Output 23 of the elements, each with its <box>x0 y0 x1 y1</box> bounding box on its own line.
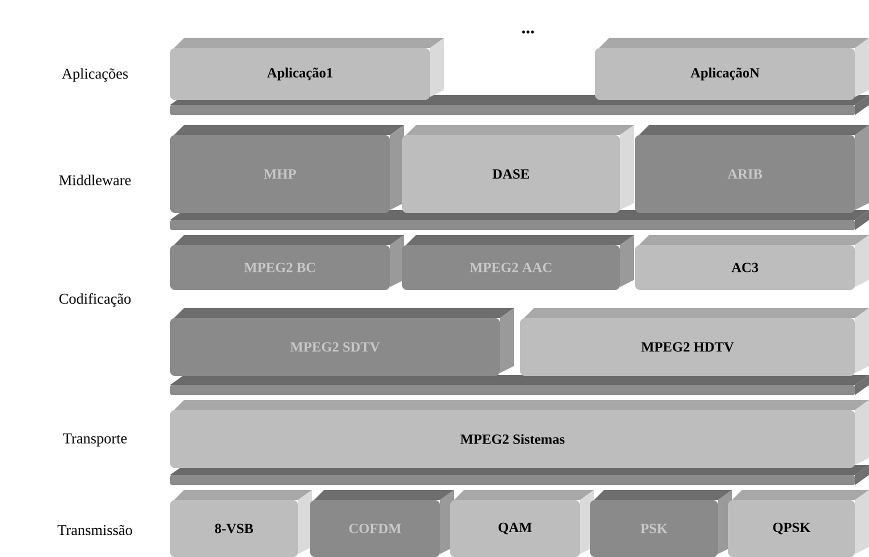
layer-block: MPEG2 AAC <box>402 235 634 290</box>
layer-block: COFDM <box>310 490 454 557</box>
layer-label: Aplicações <box>62 68 128 82</box>
ellipsis-label: ... <box>522 30 534 34</box>
layer-block: PSK <box>590 490 732 557</box>
layer-block: 8-VSB <box>170 490 312 557</box>
layer-block: MPEG2 Sistemas <box>170 400 869 468</box>
layer-block: ARIB <box>635 125 869 213</box>
layer-block: MHP <box>170 125 404 213</box>
layer-block: AplicaçãoN <box>595 38 869 100</box>
layer-block: QAM <box>450 490 594 557</box>
layer-block: DASE <box>402 125 634 213</box>
layer-block: AC3 <box>635 235 869 290</box>
layer-block: MPEG2 HDTV <box>520 308 869 376</box>
layer-label: Transporte <box>63 434 127 447</box>
layer-block: MPEG2 BC <box>170 235 404 290</box>
layer-block: Aplicação1 <box>170 38 444 100</box>
layer-label: Codificação <box>59 293 131 307</box>
layer-block: MPEG2 SDTV <box>170 308 514 376</box>
node-label: MPEG2 BC <box>244 262 315 272</box>
layer-label: Middleware <box>59 174 131 186</box>
layer-block: QPSK <box>728 490 869 557</box>
layer-label: Transmissão <box>58 524 132 536</box>
